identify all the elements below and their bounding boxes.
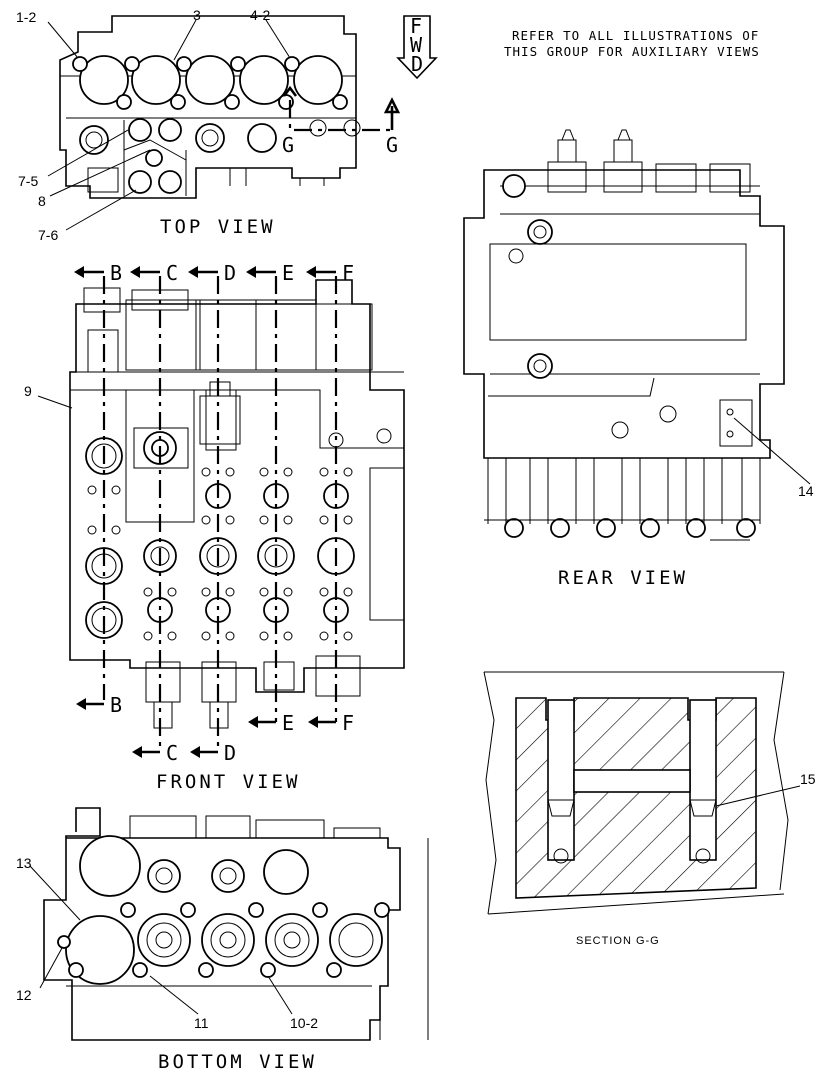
bottom-view-title: BOTTOM VIEW	[158, 1051, 317, 1073]
top-view-title: TOP VIEW	[160, 216, 276, 238]
forward-arrow-icon	[396, 15, 438, 80]
note-line-1: REFER TO ALL ILLUSTRATIONS OF	[512, 28, 759, 43]
leader-8	[49, 149, 151, 197]
leader-4-2	[265, 19, 291, 59]
leader-11	[149, 975, 199, 1015]
leader-14	[733, 417, 811, 485]
section-b-bottom: B	[110, 693, 122, 717]
leader-12	[39, 947, 63, 989]
callout-12: 12	[16, 987, 32, 1003]
section-e-top: E	[282, 261, 294, 285]
callout-13: 13	[16, 855, 32, 871]
callout-7-5: 7-5	[18, 173, 38, 189]
callout-7-6: 7-6	[38, 227, 58, 243]
leader-7-5	[47, 129, 129, 177]
callout-4-2: 4-2	[250, 7, 270, 23]
front-view-title: FRONT VIEW	[156, 771, 300, 793]
callout-10-2: 10-2	[290, 1015, 318, 1031]
rear-view-title: REAR VIEW	[558, 567, 688, 589]
callout-11: 11	[194, 1015, 209, 1031]
section-d-bottom: D	[224, 741, 236, 765]
fwd-letter-w: W	[410, 33, 423, 57]
section-c-top: C	[166, 261, 178, 285]
section-b-top: B	[110, 261, 122, 285]
section-f-bottom: F	[342, 711, 354, 735]
fwd-letter-d: D	[411, 52, 423, 76]
callout-9: 9	[24, 383, 32, 399]
top-view-drawing	[59, 15, 401, 199]
bottom-view-drawing	[43, 807, 429, 1041]
callout-3: 3	[193, 7, 201, 23]
leader-15	[715, 785, 801, 807]
section-g-g-drawing	[483, 671, 789, 915]
leader-9	[37, 395, 73, 409]
callout-15: 15	[800, 771, 816, 787]
rear-view-drawing	[463, 129, 785, 541]
callout-8: 8	[38, 193, 46, 209]
callout-1-2: 1-2	[16, 9, 36, 25]
front-view-drawing	[69, 266, 405, 758]
callout-14: 14	[798, 483, 814, 499]
section-e-bottom: E	[282, 711, 294, 735]
section-c-bottom: C	[166, 741, 178, 765]
section-d-top: D	[224, 261, 236, 285]
fwd-letter-f: F	[410, 14, 422, 38]
leader-13	[29, 865, 81, 921]
leader-10-2	[267, 975, 293, 1015]
section-g-g-title: SECTION G-G	[576, 935, 660, 947]
leader-1-2	[47, 21, 79, 59]
note-line-2: THIS GROUP FOR AUXILIARY VIEWS	[504, 44, 760, 59]
leader-3	[173, 19, 197, 61]
section-f-top: F	[342, 261, 354, 285]
section-g-left: G	[282, 133, 294, 157]
leader-7-6	[65, 189, 137, 231]
section-g-right: G	[386, 133, 398, 157]
